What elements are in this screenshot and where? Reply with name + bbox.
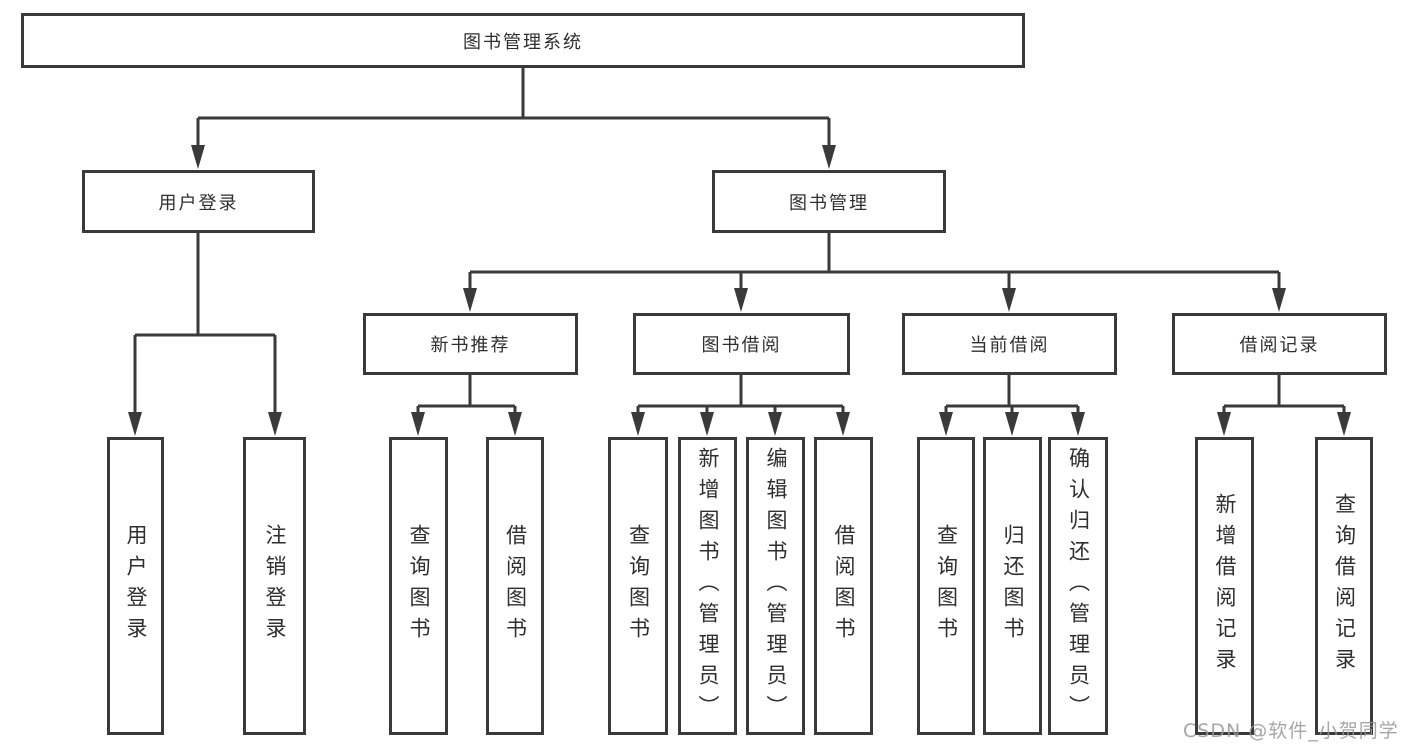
leaf-borrow-books-recommend-label: 借阅图书 [503,524,528,648]
leaf-add-books-admin: 新增图书（管理员） [678,437,737,735]
connector-lines [133,68,1346,416]
leaf-borrow-books-recommend: 借阅图书 [486,437,544,735]
csdn-watermark: CSDN @软件_小贺同学 [1183,720,1399,742]
node-new-book-recommend: 新书推荐 [363,313,578,375]
leaf-borrow-books-label: 借阅图书 [832,524,856,648]
leaf-confirm-return-admin-label: 确认归还（管理员） [1066,446,1091,726]
leaf-add-borrow-record-label: 新增借阅记录 [1213,493,1237,679]
edge-root-to-level1 [196,68,831,148]
node-user-login: 用户登录 [82,170,315,233]
leaf-user-login-label: 用户登录 [124,524,148,648]
leaf-user-login: 用户登录 [107,437,164,735]
arrowhead-icons [128,145,1351,436]
edge-book-management-to-level2 [468,233,1281,291]
leaf-add-borrow-record: 新增借阅记录 [1195,437,1254,735]
leaf-confirm-return-admin: 确认归还（管理员） [1048,437,1108,735]
edge-current-borrow-to-leaves [944,375,1080,416]
leaf-query-books-current: 查询图书 [917,437,975,735]
node-book-management: 图书管理 [712,170,946,233]
leaf-edit-books-admin: 编辑图书（管理员） [746,437,805,735]
leaf-query-books-current-label: 查询图书 [934,524,959,648]
leaf-query-books-borrow: 查询图书 [608,437,668,735]
edge-user-login-to-leaves [133,233,277,416]
leaf-return-books: 归还图书 [983,437,1042,735]
leaf-query-books-recommend: 查询图书 [389,437,448,735]
leaf-query-books-borrow-label: 查询图书 [626,524,651,648]
leaf-query-borrow-record: 查询借阅记录 [1315,437,1373,735]
leaf-return-books-label: 归还图书 [1001,524,1025,648]
leaf-edit-books-admin-label: 编辑图书（管理员） [764,446,788,726]
leaf-logout-label: 注销登录 [263,524,287,648]
edge-borrow-records-to-leaves [1222,375,1346,416]
leaf-query-books-recommend-label: 查询图书 [407,524,431,648]
node-borrow-records: 借阅记录 [1172,313,1387,375]
edge-book-borrow-to-leaves [636,375,845,416]
leaf-query-borrow-record-label: 查询借阅记录 [1332,493,1357,679]
leaf-add-books-admin-label: 新增图书（管理员） [696,446,720,726]
node-root: 图书管理系统 [21,13,1025,68]
node-book-borrow: 图书借阅 [633,313,850,375]
edge-new-book-recommend-to-leaves [416,375,517,416]
node-current-borrow: 当前借阅 [902,313,1117,375]
leaf-logout: 注销登录 [243,437,306,735]
leaf-borrow-books: 借阅图书 [814,437,873,735]
